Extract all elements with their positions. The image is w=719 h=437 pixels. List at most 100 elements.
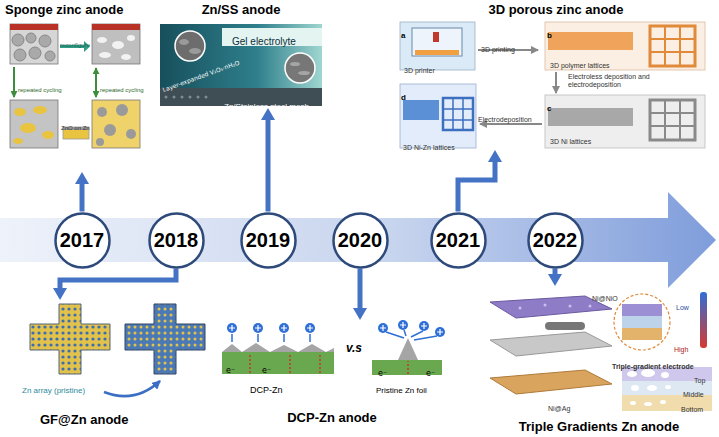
zn-ss-illustration xyxy=(298,71,310,75)
sponge-illustration xyxy=(92,24,140,64)
label-slot: reconfigure xyxy=(60,33,90,51)
zn-ss-panel: Zn/SS anode xyxy=(158,2,324,108)
porous-panel: 3D porous zinc anode xyxy=(398,2,714,150)
figure-label: e⁻ xyxy=(378,369,387,379)
label-slot: ZnO on Zn xyxy=(61,116,90,134)
figure-label: Top xyxy=(694,377,705,385)
figure-label: 3D Ni-Zn lattices xyxy=(403,144,455,152)
sponge-illustration xyxy=(112,41,124,49)
gf-zn-illustration xyxy=(30,304,110,374)
porous-zinc-illustration xyxy=(679,100,681,140)
triple-gradient-illustration xyxy=(700,292,707,348)
figure-label: DCP-Zn xyxy=(250,385,283,396)
label-slot: Ni@NiO xyxy=(592,287,618,305)
triple-gradient-illustration xyxy=(490,370,612,394)
sponge-illustration xyxy=(60,41,90,52)
triple-gradient-illustration xyxy=(622,328,662,340)
sponge-illustration xyxy=(97,107,107,117)
figure-label: High xyxy=(674,346,688,354)
label-slot: Bottom xyxy=(681,398,703,416)
year-circle-outline xyxy=(55,213,109,267)
figure-label: Low xyxy=(676,304,689,312)
gf-zn-illustration xyxy=(104,381,160,396)
label-slot: Low xyxy=(676,296,689,314)
figure-label: e⁻ xyxy=(226,366,235,376)
figure-label: 3D Ni lattices xyxy=(550,138,591,146)
year-circle-outline xyxy=(333,213,387,267)
porous-zinc-illustration xyxy=(679,26,681,66)
figure-label: reconfigure xyxy=(60,42,90,49)
dcp-zn-illustration xyxy=(319,354,321,373)
triple-gradient-illustration xyxy=(589,305,592,308)
figure-label: Electrodeposition xyxy=(478,116,532,124)
figure-label: c xyxy=(547,104,551,114)
sponge-illustration xyxy=(104,124,116,136)
sponge-illustration xyxy=(42,131,54,139)
porous-zinc-illustration xyxy=(480,123,542,125)
porous-zinc-illustration xyxy=(415,50,459,55)
dcp-zn-illustration xyxy=(249,354,251,373)
sponge-illustration xyxy=(97,37,107,43)
label-slot: Gel electrolyte xyxy=(232,31,296,49)
triple-gradient-illustration xyxy=(622,316,662,328)
dcp-zn-illustration xyxy=(222,320,445,375)
timeline-arrow-connector xyxy=(80,184,85,212)
porous-zinc-illustration xyxy=(650,112,695,114)
timeline-arrow-connector xyxy=(458,162,495,212)
dcp-zn-illustration xyxy=(407,361,409,374)
dcp-zn-illustration xyxy=(309,334,311,342)
zn-ss-illustration xyxy=(160,24,322,106)
year-circle: 2022 xyxy=(527,212,584,269)
gf-zn-panel: GF@Zn anode xyxy=(18,300,214,428)
label-slot: Middle xyxy=(683,383,704,401)
panel-title: GF@Zn anode xyxy=(40,412,129,428)
dcp-zn-illustration xyxy=(231,334,233,342)
triple-gradient-illustration xyxy=(569,305,572,308)
zn-ss-illustration xyxy=(165,96,168,99)
porous-zinc-illustration xyxy=(650,100,695,140)
panel-title: Sponge zinc anode xyxy=(5,2,123,18)
porous-zinc-illustration xyxy=(555,72,557,93)
label-slot: Top xyxy=(694,369,705,387)
label-slot: Zn array (pristine) xyxy=(22,379,85,397)
triple-gradient-illustration xyxy=(660,400,666,404)
porous-zinc-illustration xyxy=(403,100,439,120)
zn-ss-illustration xyxy=(173,96,176,99)
year-circle: 2021 xyxy=(430,212,487,269)
label-slot: e⁻ xyxy=(426,362,435,380)
figure-label: Triple-gradient electrode xyxy=(612,363,694,371)
triple-gradient-illustration xyxy=(661,372,669,378)
sponge-illustration xyxy=(26,33,36,43)
sponge-illustration xyxy=(20,123,36,133)
figure-label: Bottom xyxy=(681,406,703,414)
sponge-illustration xyxy=(14,108,26,116)
sponge-illustration xyxy=(13,67,15,97)
triple-gradient-illustration xyxy=(647,385,657,391)
year-label: 2017 xyxy=(60,228,105,252)
label-slot: 3D polymer lattices xyxy=(550,54,610,72)
figure-label: Middle xyxy=(683,391,704,399)
porous-zinc-illustration xyxy=(545,22,705,70)
label-slot: repeated cycling xyxy=(18,78,62,96)
label-slot: DCP-Zn xyxy=(250,379,283,397)
figure-label: Ni@Ag xyxy=(548,405,570,413)
zn-ss-illustration xyxy=(290,62,300,66)
year-label: 2019 xyxy=(246,228,291,252)
dcp-zn-illustration xyxy=(283,334,285,342)
sponge-illustration xyxy=(10,24,58,64)
dcp-zn-illustration xyxy=(386,332,404,338)
zn-ss-illustration xyxy=(285,53,315,83)
label-slot: 3D printing xyxy=(481,38,515,56)
sponge-illustration xyxy=(116,104,128,116)
triple-gradient-illustration xyxy=(627,371,637,377)
figure-label: a xyxy=(401,31,405,41)
label-slot: Layer-expanded V₂O₅·nH₂O xyxy=(164,78,245,96)
figure-label: ZnO on Zn xyxy=(61,125,90,132)
label-slot: c xyxy=(547,97,551,115)
porous-zinc-illustration xyxy=(412,28,462,56)
dcp-zn-illustration xyxy=(257,334,259,342)
year-label: 2021 xyxy=(436,228,481,252)
sponge-illustration xyxy=(29,47,41,59)
triple-gradient-illustration xyxy=(631,385,639,391)
figure-label: Gel electrolyte xyxy=(232,36,296,48)
